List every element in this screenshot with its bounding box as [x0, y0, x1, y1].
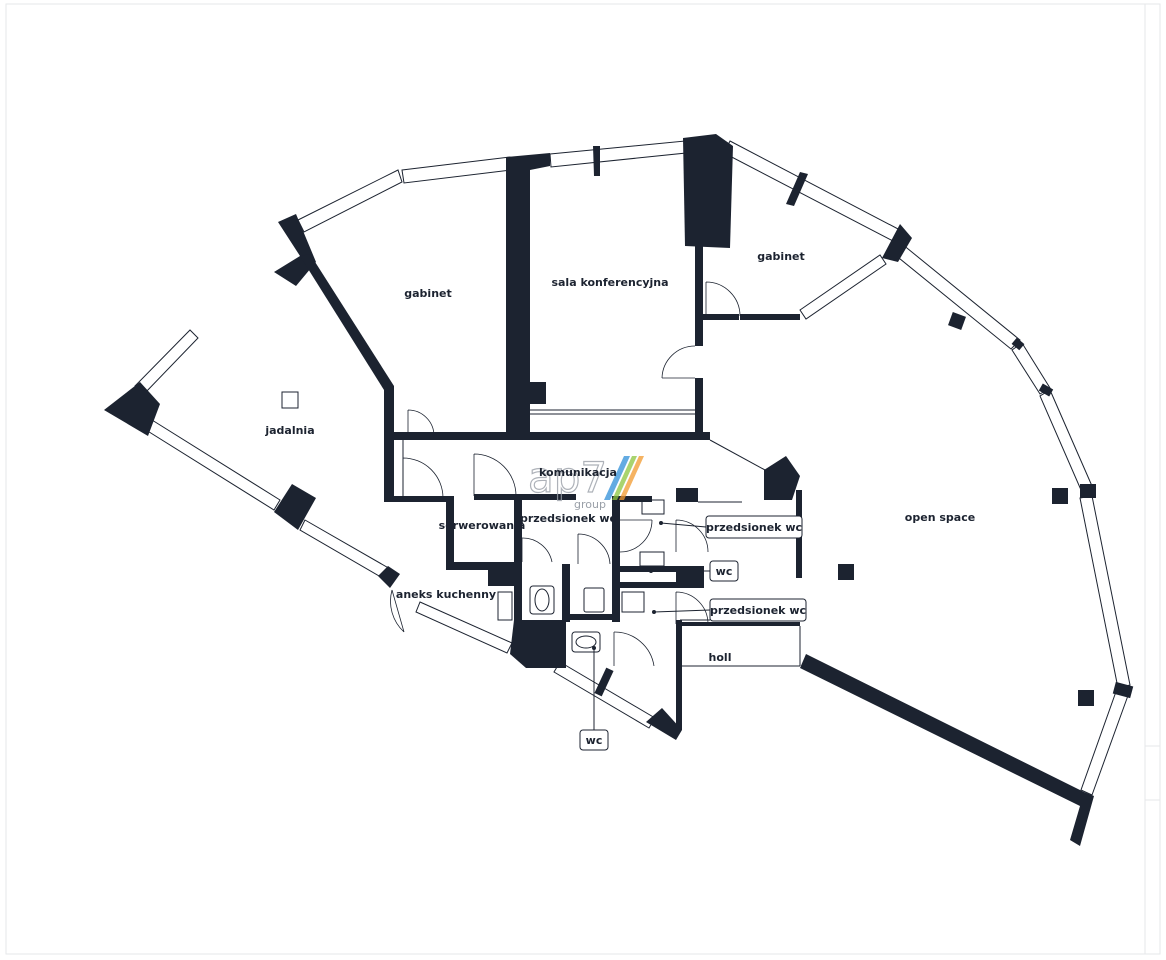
room-label-holl: holl — [709, 651, 732, 664]
structural-walls — [104, 134, 1134, 846]
tag-box-przedsionek-wc-3 — [709, 598, 807, 622]
tag-box-przedsionek-wc-2 — [705, 515, 803, 539]
tag-przedsionek-wc-2: przedsionek wc — [706, 521, 802, 534]
watermark-text: ap7 — [528, 453, 607, 502]
room-label-jadalnia: jadalnia — [264, 424, 314, 437]
room-label-open-space: open space — [905, 511, 975, 524]
sheet-frame — [5, 3, 1161, 955]
room-label-serwerowania: serwerowania — [439, 519, 526, 532]
room-label-komunikacja: komunikacja — [539, 466, 617, 479]
doors — [390, 281, 741, 667]
room-label-gabinet-1: gabinet — [404, 287, 452, 300]
watermark-subtext: group — [574, 498, 606, 511]
tag-box-wc-1 — [709, 560, 739, 582]
callout-tags: przedsionek wc wc przedsionek wc wc — [579, 515, 807, 751]
room-label-gabinet-2: gabinet — [757, 250, 805, 263]
room-label-sala-konferencyjna: sala konferencyjna — [551, 276, 668, 289]
tag-box-wc-2 — [579, 729, 609, 751]
exterior-windows — [134, 140, 1131, 796]
watermark-logo: ap7 group — [527, 452, 644, 511]
sanitary-fixtures — [497, 499, 665, 653]
tag-wc-1: wc — [716, 565, 733, 578]
tag-wc-2: wc — [586, 734, 603, 747]
room-labels: jadalnia gabinet sala konferencyjna gabi… — [264, 250, 975, 664]
room-label-aneks-kuchenny: aneks kuchenny — [396, 588, 496, 601]
room-label-przedsionek-wc-1: przedsionek wc — [520, 512, 616, 525]
tag-przedsionek-wc-3: przedsionek wc — [710, 604, 806, 617]
